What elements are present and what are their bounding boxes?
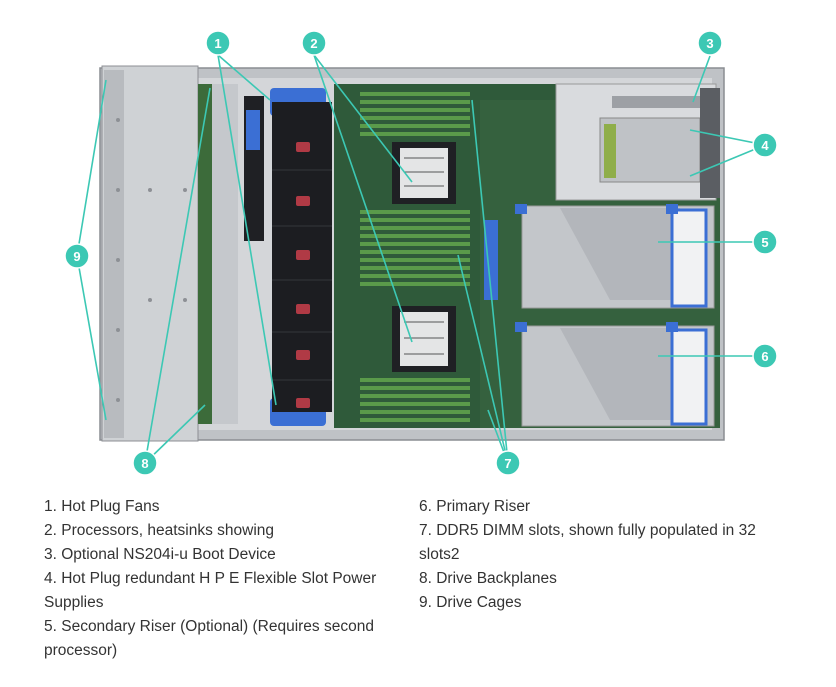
legend-item-7: 7. DDR5 DIMM slots, shown fully populate…: [419, 522, 756, 563]
callout-4: 4: [752, 132, 778, 158]
callout-9: 9: [64, 243, 90, 269]
processor-1: [392, 142, 456, 204]
fan-bay: [244, 88, 332, 426]
svg-text:1: 1: [214, 36, 221, 51]
svg-text:4: 4: [761, 138, 769, 153]
server-diagram: 1 2 3 4 5 6 7 8 9: [64, 30, 778, 476]
secondary-riser: [515, 204, 715, 309]
legend-item-2: 2. Processors, heatsinks showing: [44, 522, 275, 539]
svg-text:2: 2: [310, 36, 317, 51]
svg-text:5: 5: [761, 235, 768, 250]
legend-item-4: 4. Hot Plug redundant H P E Flexible Slo…: [44, 570, 377, 611]
callout-3: 3: [697, 30, 723, 56]
svg-text:8: 8: [141, 456, 148, 471]
callout-6: 6: [752, 343, 778, 369]
callout-5: 5: [752, 229, 778, 255]
leader-lines: [76, 54, 766, 464]
callout-2: 2: [301, 30, 327, 56]
dimm-slots: [360, 92, 470, 422]
primary-riser: [515, 322, 715, 427]
legend-item-3: 3. Optional NS204i-u Boot Device: [44, 546, 276, 563]
legend-item-6: 6. Primary Riser: [419, 498, 531, 515]
drive-backplanes: [198, 84, 238, 424]
legend-item-1: 1. Hot Plug Fans: [44, 498, 160, 515]
svg-text:9: 9: [73, 249, 80, 264]
legend-item-8: 8. Drive Backplanes: [419, 570, 557, 587]
callout-1: 1: [205, 30, 231, 56]
callout-8: 8: [132, 450, 158, 476]
psu-bay: [555, 83, 720, 201]
legend-left: 1. Hot Plug Fans 2. Processors, heatsink…: [44, 495, 394, 663]
callout-7: 7: [495, 450, 521, 476]
processor-2: [392, 306, 456, 372]
legend-right: 6. Primary Riser 7. DDR5 DIMM slots, sho…: [419, 495, 789, 615]
drive-cage: [101, 65, 199, 442]
svg-text:3: 3: [706, 36, 713, 51]
legend-item-9: 9. Drive Cages: [419, 594, 522, 611]
legend-item-5: 5. Secondary Riser (Optional) (Requires …: [44, 618, 374, 659]
svg-text:7: 7: [504, 456, 511, 471]
svg-text:6: 6: [761, 349, 768, 364]
